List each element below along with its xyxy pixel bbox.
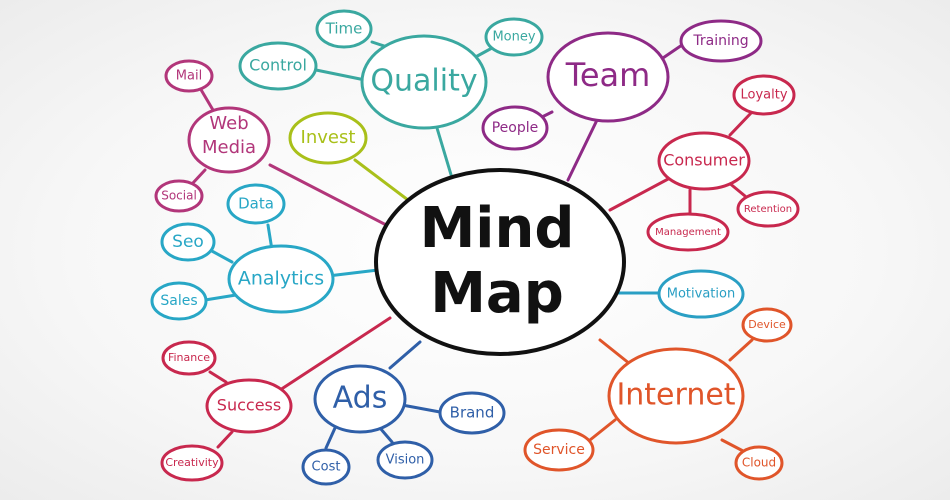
connector-control <box>314 68 367 82</box>
connector-web-media <box>268 163 394 230</box>
connector-social <box>190 168 207 186</box>
node-retention-label: Retention <box>744 204 792 215</box>
connector-mail <box>198 86 215 112</box>
node-web-media-shape[interactable] <box>187 106 271 174</box>
node-cloud-label: Cloud <box>742 456 776 470</box>
node-cost-shape[interactable] <box>301 448 351 486</box>
node-people-label: People <box>492 120 539 136</box>
connector-cost <box>324 426 337 450</box>
node-invest-label: Invest <box>301 127 356 148</box>
node-ads-label: Ads <box>333 381 388 416</box>
node-shapes <box>150 9 800 486</box>
connector-seo <box>208 248 234 264</box>
node-mail-label: Mail <box>176 69 202 84</box>
node-management-shape[interactable] <box>646 212 730 252</box>
node-internet-shape[interactable] <box>607 347 745 445</box>
node-motivation-label: Motivation <box>667 287 735 302</box>
node-finance-label: Finance <box>168 351 210 364</box>
connector-service <box>588 418 617 442</box>
node-success-label: Success <box>217 396 281 415</box>
node-time-shape[interactable] <box>315 9 373 49</box>
connector-ads <box>388 340 422 370</box>
node-social-label: Social <box>161 189 197 203</box>
node-ads-shape[interactable] <box>313 364 407 434</box>
connector-device <box>728 338 754 362</box>
node-vision-shape[interactable] <box>376 440 434 480</box>
node-money-shape[interactable] <box>484 17 544 57</box>
connectors <box>190 40 754 454</box>
node-control-label: Control <box>249 56 307 75</box>
node-loyalty-label: Loyalty <box>740 88 787 103</box>
node-data-label: Data <box>238 195 274 213</box>
node-quality-label: Quality <box>370 64 477 99</box>
node-people-shape[interactable] <box>481 105 549 151</box>
node-cloud-shape[interactable] <box>734 445 784 481</box>
node-invest-shape[interactable] <box>288 111 368 165</box>
node-brand-shape[interactable] <box>438 391 506 435</box>
node-service-label: Service <box>533 442 585 458</box>
node-seo-shape[interactable] <box>160 222 216 262</box>
connector-quality <box>435 126 454 180</box>
node-media-label: Media <box>202 137 256 158</box>
connector-sales <box>203 293 238 302</box>
connector-invest <box>353 158 410 202</box>
node-data-shape[interactable] <box>226 183 286 225</box>
node-loyalty-shape[interactable] <box>732 74 796 116</box>
node-labels: Mind Map Quality Time Control Money Inve… <box>160 20 792 475</box>
node-sales-label: Sales <box>160 293 197 309</box>
node-mail-shape[interactable] <box>164 59 214 93</box>
node-money-label: Money <box>492 30 535 45</box>
node-consumer-label: Consumer <box>663 151 745 170</box>
node-finance-shape[interactable] <box>161 340 217 376</box>
node-retention-shape[interactable] <box>736 190 800 228</box>
connector-loyalty <box>728 110 754 137</box>
connector-creativity <box>216 430 234 449</box>
node-training-shape[interactable] <box>679 19 763 63</box>
center-label-map: Map <box>430 261 564 326</box>
node-success-shape[interactable] <box>205 378 293 434</box>
node-time-label: Time <box>325 20 363 38</box>
node-brand-label: Brand <box>450 404 495 422</box>
node-device-label: Device <box>748 318 786 331</box>
node-team-shape[interactable] <box>546 31 670 123</box>
connector-consumer <box>608 176 672 212</box>
connector-vision <box>378 426 394 444</box>
connector-finance <box>208 370 228 384</box>
connector-brand <box>400 403 442 414</box>
node-control-shape[interactable] <box>238 41 318 91</box>
node-creativity-shape[interactable] <box>160 444 224 482</box>
center-label-mind: Mind <box>420 196 575 261</box>
connector-team <box>566 116 600 182</box>
node-team-label: Team <box>565 56 651 94</box>
node-creativity-label: Creativity <box>165 456 219 469</box>
node-device-shape[interactable] <box>741 307 793 343</box>
node-service-shape[interactable] <box>523 428 595 472</box>
node-vision-label: Vision <box>386 453 425 468</box>
node-cost-label: Cost <box>312 460 341 475</box>
center-ellipse[interactable] <box>374 168 626 356</box>
connector-success <box>278 316 392 392</box>
node-social-shape[interactable] <box>154 179 204 213</box>
node-training-label: Training <box>692 33 748 49</box>
node-quality-shape[interactable] <box>360 34 488 130</box>
node-internet-label: Internet <box>616 378 735 413</box>
node-analytics-shape[interactable] <box>227 244 335 314</box>
node-consumer-shape[interactable] <box>657 131 751 191</box>
connector-analytics <box>326 268 380 278</box>
node-sales-shape[interactable] <box>150 281 208 321</box>
node-management-label: Management <box>655 227 721 238</box>
node-motivation-shape[interactable] <box>657 269 745 319</box>
node-analytics-label: Analytics <box>238 268 324 290</box>
connector-cloud <box>720 438 747 454</box>
node-web-label: Web <box>209 113 248 134</box>
node-seo-label: Seo <box>172 232 204 252</box>
